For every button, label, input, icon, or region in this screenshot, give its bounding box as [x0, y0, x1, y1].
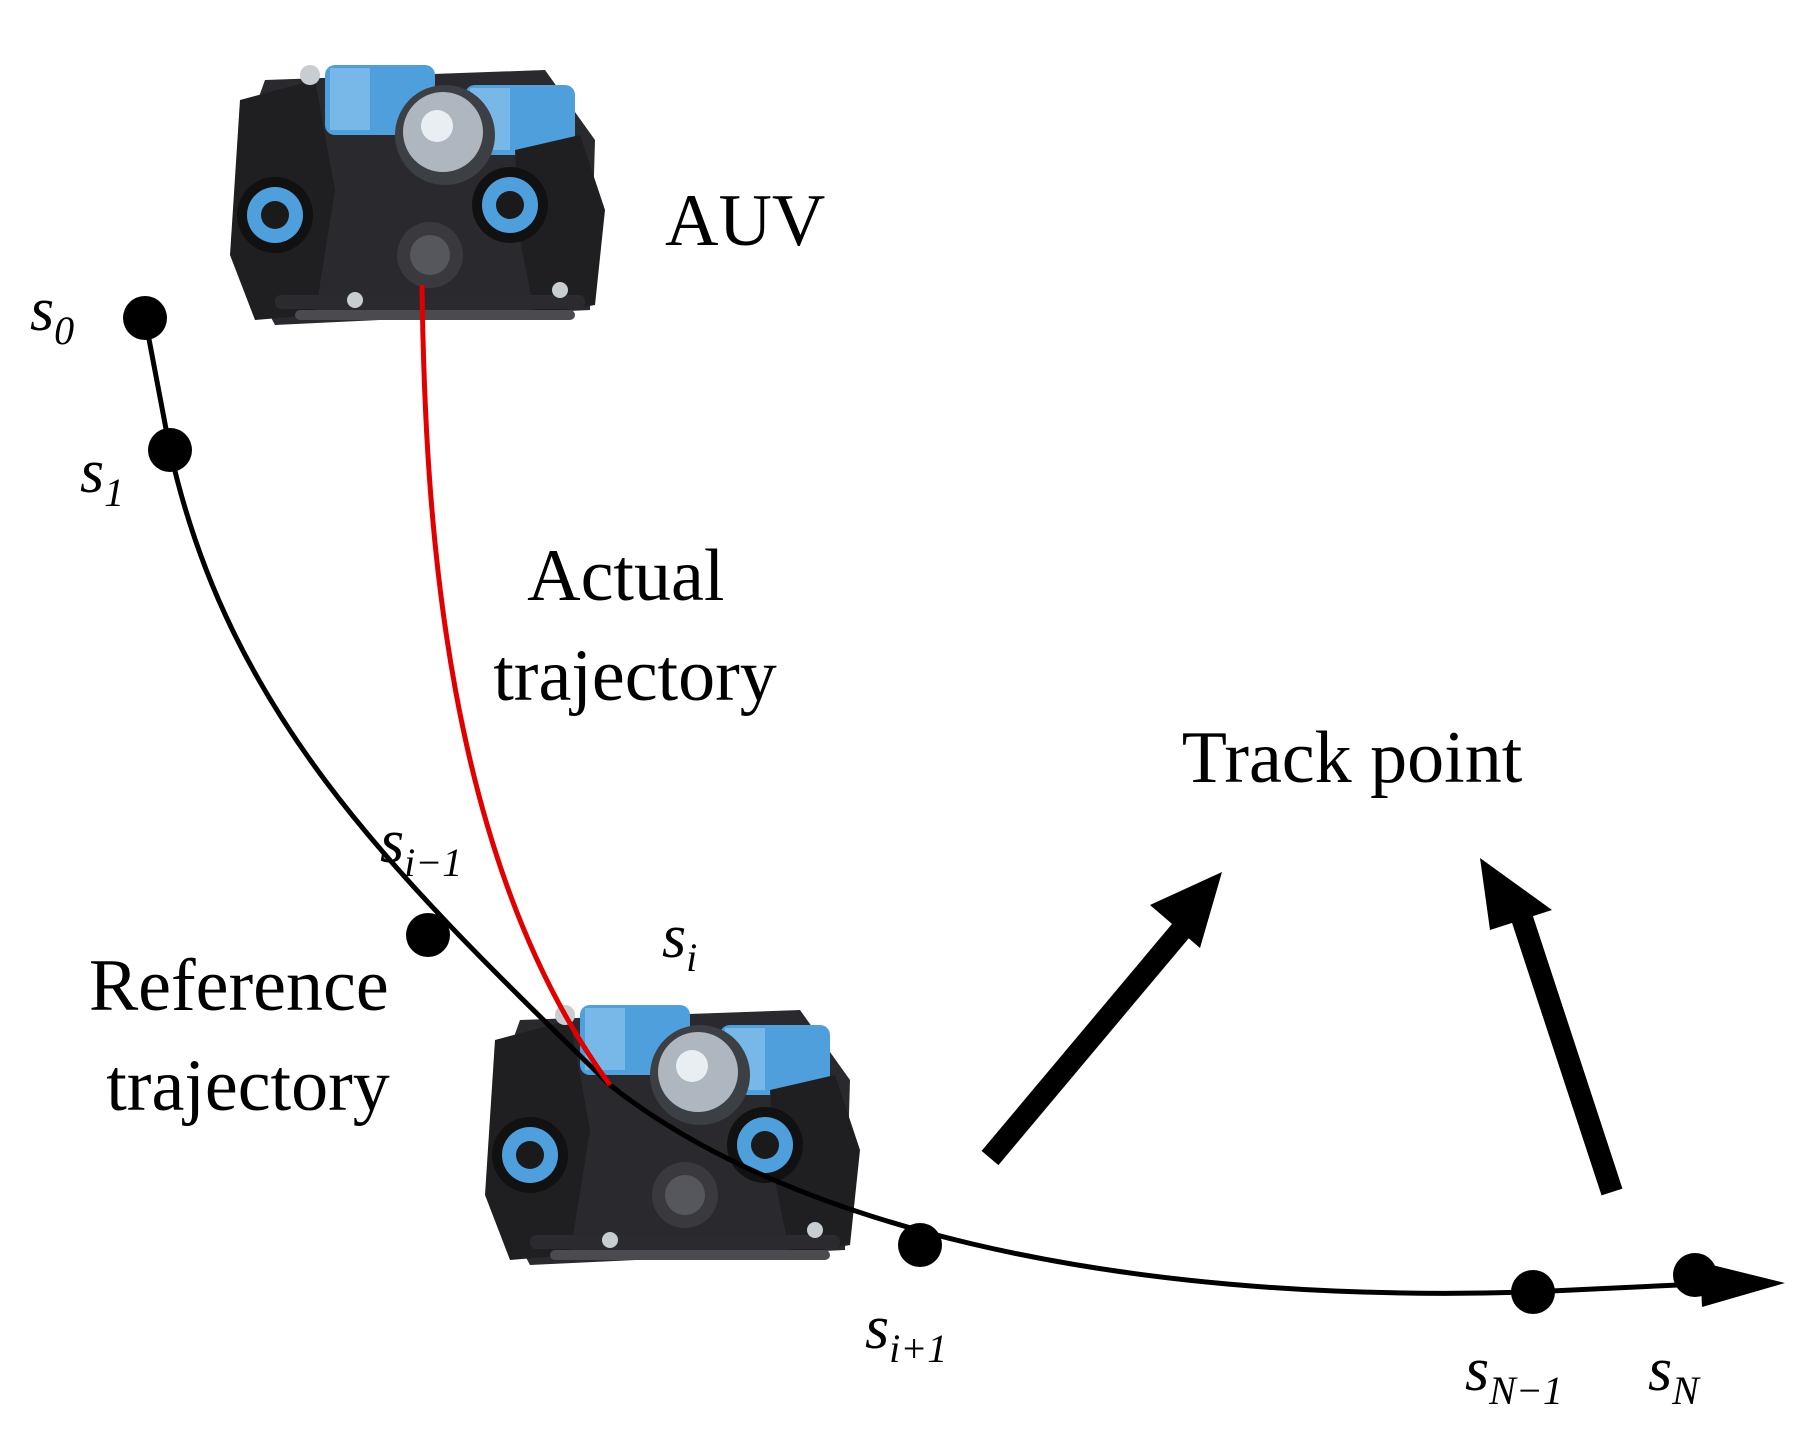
- track-point-dot: [123, 296, 167, 340]
- track-point-dot: [1673, 1253, 1717, 1297]
- point-label-s0: s0: [30, 276, 74, 353]
- track-point-dot: [148, 428, 192, 472]
- reference-trajectory-line: [142, 317, 1701, 1296]
- point-label-s1: s1: [80, 438, 124, 515]
- arrow-icon: [1511, 914, 1623, 1196]
- point-label-sN-minus-1: sN−1: [1465, 1336, 1563, 1413]
- actual-trajectory-line: [419, 284, 613, 1087]
- arrow-icon: [1150, 872, 1222, 948]
- arrow-icon: [1700, 1262, 1785, 1307]
- arrow-icon: [981, 914, 1197, 1166]
- point-label-si-plus-1: si+1: [865, 1294, 947, 1371]
- auv-vehicle-icon: [485, 1005, 860, 1265]
- track-point-label: Track point: [1182, 717, 1523, 799]
- auv-label: AUV: [665, 180, 825, 262]
- auv-vehicle-icon: [230, 65, 605, 325]
- track-point-dot: [406, 913, 450, 957]
- point-label-si: si: [662, 903, 697, 980]
- arrow-icon: [1480, 858, 1552, 930]
- track-point-dot: [898, 1223, 942, 1267]
- point-label-sN: sN: [1648, 1336, 1701, 1413]
- point-label-si-minus-1: si−1: [380, 808, 462, 885]
- actual-trajectory-label: Actual trajectory: [493, 535, 777, 717]
- track-point-dot: [1511, 1270, 1555, 1314]
- reference-trajectory-label: Reference trajectory: [89, 945, 407, 1127]
